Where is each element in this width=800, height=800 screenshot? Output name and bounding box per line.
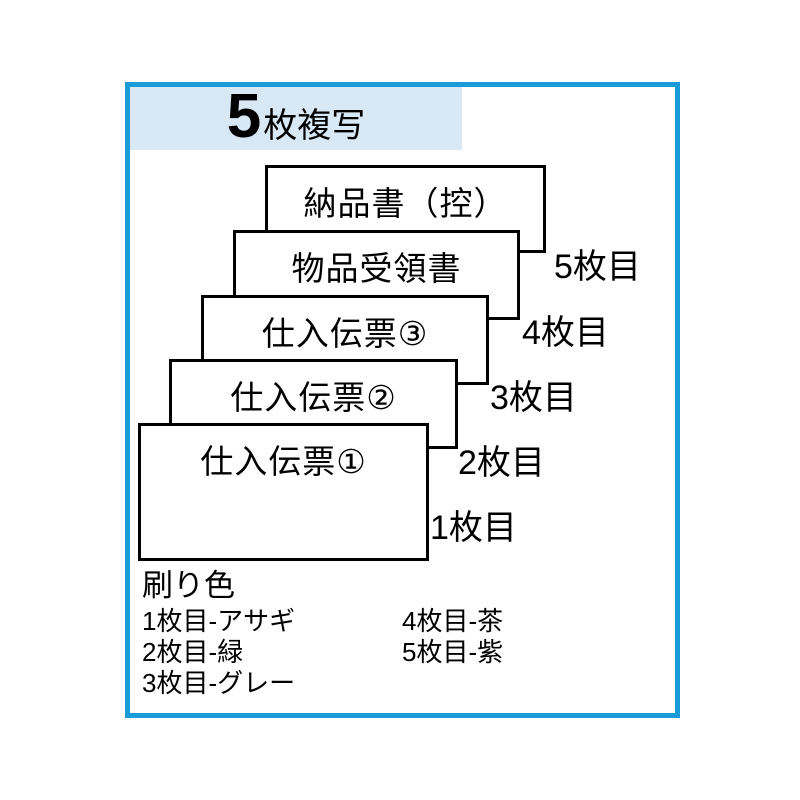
sheet-number-2: 2枚目 — [458, 444, 545, 482]
sheet-card-5-label: 納品書（控） — [303, 185, 508, 222]
sheet-number-3: 3枚目 — [490, 379, 577, 417]
sheet-number-1: 1枚目 — [430, 509, 517, 547]
sheet-number-4: 4枚目 — [522, 314, 609, 352]
print-color-item-4: 4枚目-茶 — [402, 606, 504, 636]
print-color-item-3: 3枚目-グレー — [142, 668, 296, 698]
copy-count-suffix: 枚複写 — [263, 107, 366, 145]
print-color-item-1: 1枚目-アサギ — [142, 606, 296, 636]
print-colors-heading: 刷り色 — [142, 568, 235, 603]
print-color-item-5: 5枚目-紫 — [402, 637, 504, 667]
product-diagram-frame: 5 枚複写 納品書（控） 物品受領書 仕入伝票③ 仕入伝票② 仕入伝票① 5枚目… — [125, 82, 680, 718]
sheet-card-4-label: 物品受領書 — [291, 250, 462, 287]
sheet-number-5: 5枚目 — [554, 248, 641, 286]
sheet-card-1: 仕入伝票① — [138, 423, 429, 561]
copy-count-banner: 5 枚複写 — [130, 82, 462, 151]
copy-count-number: 5 — [226, 82, 262, 151]
print-color-item-2: 2枚目-緑 — [142, 637, 244, 667]
sheet-card-1-label: 仕入伝票① — [200, 443, 367, 480]
sheet-card-2-label: 仕入伝票② — [230, 379, 397, 416]
sheet-card-3-label: 仕入伝票③ — [261, 315, 429, 352]
